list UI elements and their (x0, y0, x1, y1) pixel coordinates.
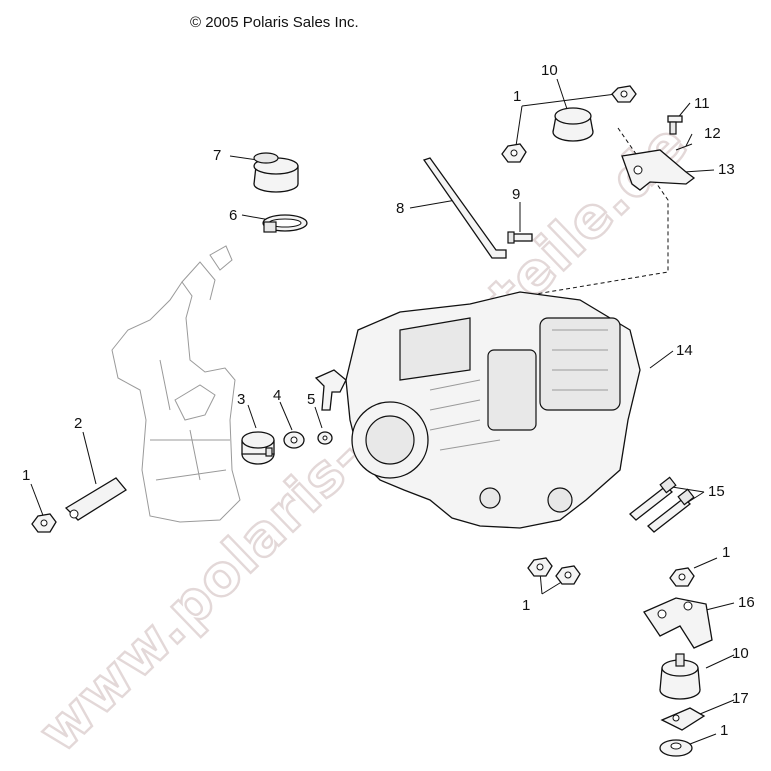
copyright-notice: © 2005 Polaris Sales Inc. (190, 14, 359, 31)
part-hook (314, 369, 347, 411)
callout-14: 14 (676, 342, 693, 359)
callout-15: 15 (708, 483, 725, 500)
callout-4: 4 (273, 387, 281, 404)
part-14-engine (345, 291, 641, 529)
part-1-nut-top-right (611, 85, 637, 103)
part-1-nut-right (669, 567, 695, 587)
part-10-mount-top (552, 107, 594, 142)
part-7-coupler (253, 152, 299, 193)
part-1-nut-bottom-b (555, 565, 581, 585)
part-1-nut-left (31, 513, 57, 533)
callout-9: 9 (512, 186, 520, 203)
part-16-bracket (643, 597, 713, 649)
callout-2: 2 (74, 415, 82, 432)
callout-labels: 1 10 11 12 13 7 6 8 9 14 3 4 5 2 1 15 1 … (22, 62, 755, 739)
part-2-wrench (64, 477, 127, 521)
callout-11: 11 (694, 95, 710, 112)
callout-1-bottom: 1 (522, 597, 530, 614)
callout-1-left: 1 (22, 467, 30, 484)
part-17-plate (660, 707, 706, 731)
part-5-washer (317, 431, 333, 445)
callout-5: 5 (307, 391, 315, 408)
part-4-washer (283, 431, 305, 449)
part-15-bolts (629, 476, 695, 533)
callout-7: 7 (213, 147, 221, 164)
part-1-nut-lowest (659, 739, 693, 757)
callout-12: 12 (704, 125, 721, 142)
callout-3: 3 (237, 391, 245, 408)
part-3-mount (241, 431, 275, 465)
callout-10-top: 10 (541, 62, 558, 79)
callout-1-lowest: 1 (720, 722, 728, 739)
callout-6: 6 (229, 207, 237, 224)
part-1-nut-top-left (501, 143, 527, 163)
callout-1-top: 1 (513, 88, 521, 105)
callout-16: 16 (738, 594, 755, 611)
part-13-bracket (621, 149, 696, 191)
part-10-mount-bottom (659, 653, 701, 700)
part-11-bolt (667, 115, 683, 135)
frame-outline (111, 245, 241, 523)
part-8-rod (422, 157, 507, 259)
part-6-clamp (262, 214, 308, 233)
part-1-nut-bottom-a (527, 557, 553, 577)
callout-17: 17 (732, 690, 749, 707)
callout-13: 13 (718, 161, 735, 178)
part-9-bolt (507, 231, 533, 244)
callout-10-bottom: 10 (732, 645, 749, 662)
part-12-pin (675, 143, 693, 151)
callout-8: 8 (396, 200, 404, 217)
callout-1-right: 1 (722, 544, 730, 561)
